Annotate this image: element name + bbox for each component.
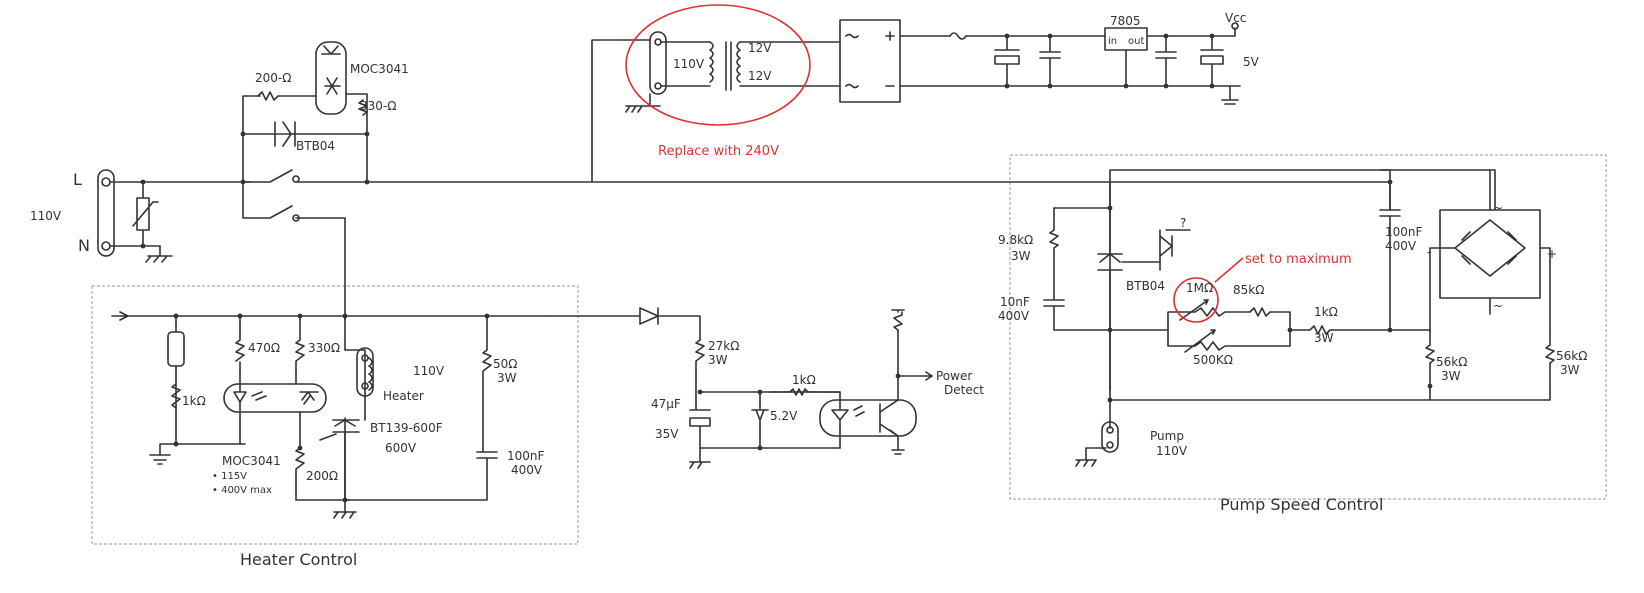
label-question: ?	[1180, 216, 1186, 230]
label-pot500k: 500KΩ	[1193, 353, 1233, 367]
label-r330-top: 330-Ω	[360, 99, 396, 113]
label-heater: Heater	[383, 389, 424, 403]
label-r1k-pump-w: 3W	[1314, 331, 1334, 345]
pump-speed-circuit	[1043, 169, 1555, 467]
label-5v: 5V	[1243, 55, 1260, 69]
top-ssr	[240, 41, 370, 321]
title-pump-speed: Pump Speed Control	[1220, 495, 1383, 514]
label-r1k-opto: 1kΩ	[792, 373, 816, 387]
heater-control-box	[91, 285, 579, 545]
label-moc-spec1: • 115V	[212, 471, 247, 482]
label-r56k-b: 56kΩ	[1556, 349, 1587, 363]
label-r1k-left: 1kΩ	[182, 394, 206, 408]
label-7805: 7805	[1110, 14, 1141, 28]
label-pump-v: 110V	[1156, 444, 1188, 458]
label-N: N	[78, 236, 90, 255]
label-c47u-v: 35V	[655, 427, 679, 441]
label-c100n-left: 100nF	[507, 449, 545, 463]
label-c47u: 47µF	[651, 397, 681, 411]
label-L: L	[73, 170, 82, 189]
label-r98k: 9.8kΩ	[998, 233, 1033, 247]
label-pot1m: 1MΩ	[1186, 281, 1213, 295]
label-plus: +	[1547, 247, 1557, 261]
set-max-arrow	[1214, 257, 1244, 283]
heater-control-circuit	[111, 311, 551, 519]
label-r27k: 27kΩ	[708, 339, 739, 353]
label-r27k-w: 3W	[708, 353, 728, 367]
label-moc-spec2: • 400V max	[212, 485, 272, 496]
label-r200: 200-Ω	[255, 71, 291, 85]
label-moc-bottom: MOC3041	[222, 454, 281, 468]
label-c10n-v: 400V	[998, 309, 1030, 323]
label-c100n-pump-v: 400V	[1385, 239, 1417, 253]
label-replace: Replace with 240V	[658, 144, 779, 159]
label-c10n: 10nF	[1000, 295, 1030, 309]
pump-speed-box	[1009, 154, 1607, 500]
label-moc-top: MOC3041	[350, 62, 409, 76]
label-tx-sec2: 12V	[748, 69, 772, 83]
label-set-max: set to maximum	[1245, 252, 1352, 267]
label-pump: Pump	[1150, 429, 1184, 443]
power-detect-circuit	[549, 307, 933, 469]
label-heater-v: 110V	[413, 364, 445, 378]
pot-highlight	[1173, 277, 1219, 323]
label-btb04-pump: BTB04	[1126, 279, 1165, 293]
label-r56k-a-w: 3W	[1441, 369, 1461, 383]
power-supply	[625, 19, 1241, 113]
label-r56k-a: 56kΩ	[1436, 355, 1467, 369]
label-110v-main: 110V	[30, 209, 62, 223]
label-r85k: 85kΩ	[1233, 283, 1264, 297]
label-c100n-pump: 100nF	[1385, 225, 1423, 239]
label-r470: 470Ω	[248, 341, 280, 355]
label-bt139: BT139-600F	[370, 421, 443, 435]
title-heater-control: Heater Control	[240, 550, 357, 569]
label-minus: -	[1427, 245, 1431, 259]
mains-input	[97, 169, 251, 263]
label-r1k-pump: 1kΩ	[1314, 305, 1338, 319]
label-bt139-v: 600V	[385, 441, 417, 455]
label-reg-in: in	[1108, 36, 1117, 47]
label-tilde-top: ~	[1493, 201, 1503, 215]
label-detect: Detect	[944, 383, 984, 397]
label-btb04-top: BTB04	[296, 139, 335, 153]
label-r50: 50Ω	[493, 357, 517, 371]
label-power: Power	[936, 369, 972, 383]
label-tx-primary: 110V	[673, 57, 705, 71]
label-r98k-w: 3W	[1011, 249, 1031, 263]
label-zener: 5.2V	[770, 409, 798, 423]
label-r50-w: 3W	[497, 371, 517, 385]
label-tilde-bottom: ~	[1493, 299, 1503, 313]
label-r200-bottom: 200Ω	[306, 469, 338, 483]
label-r56k-b-w: 3W	[1560, 363, 1580, 377]
label-reg-out: out	[1128, 36, 1144, 47]
label-vcc: Vcc	[1225, 11, 1246, 25]
label-c100n-left-v: 400V	[511, 463, 543, 477]
label-tx-sec1: 12V	[748, 41, 772, 55]
label-r330-mid: 330Ω	[308, 341, 340, 355]
replace-highlight	[625, 4, 811, 126]
